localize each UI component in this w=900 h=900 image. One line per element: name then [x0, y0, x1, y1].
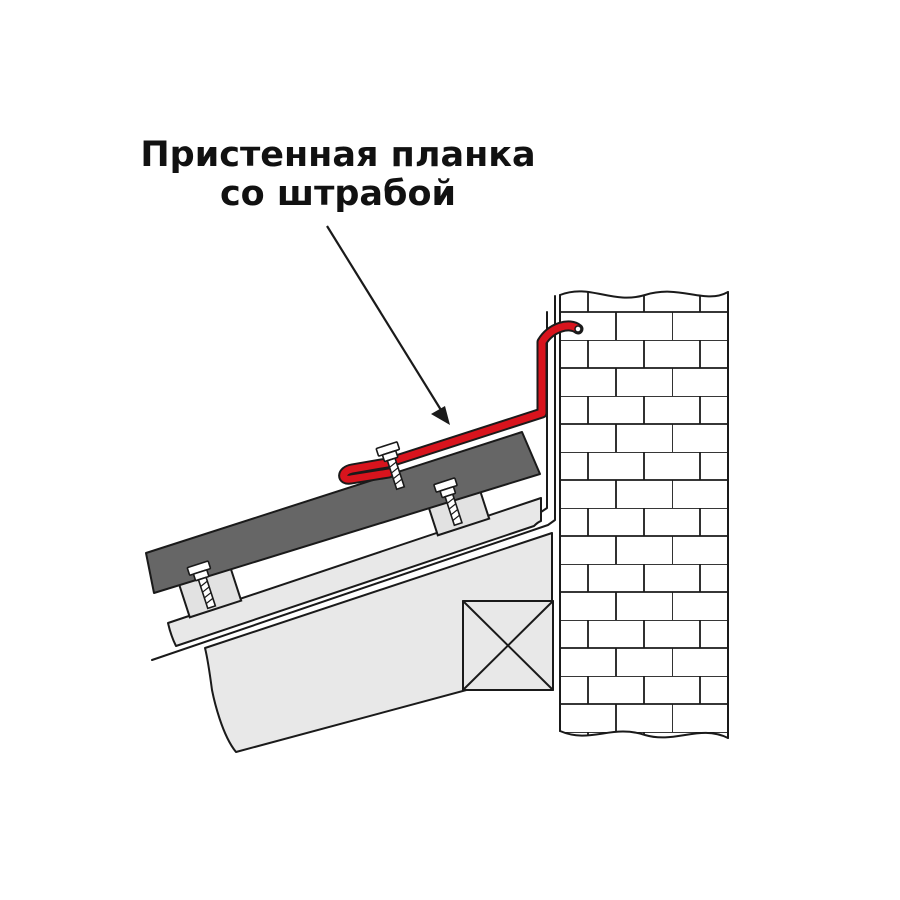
screw-left	[186, 560, 217, 610]
label-line-1: Пристенная планка	[140, 135, 535, 175]
rafter	[204, 532, 553, 753]
screw-flashing	[375, 441, 406, 491]
wall-plate-beam	[462, 600, 554, 691]
chase-groove-end	[574, 325, 582, 333]
underlay-membrane	[151, 295, 556, 661]
sheathing-board	[167, 497, 542, 647]
brick-wall	[559, 290, 729, 739]
wall-flashing-plank-fill	[340, 322, 582, 483]
label-line-2: со штрабой	[220, 174, 456, 214]
screw-right	[433, 477, 463, 527]
pointer-arrow	[326, 225, 450, 425]
